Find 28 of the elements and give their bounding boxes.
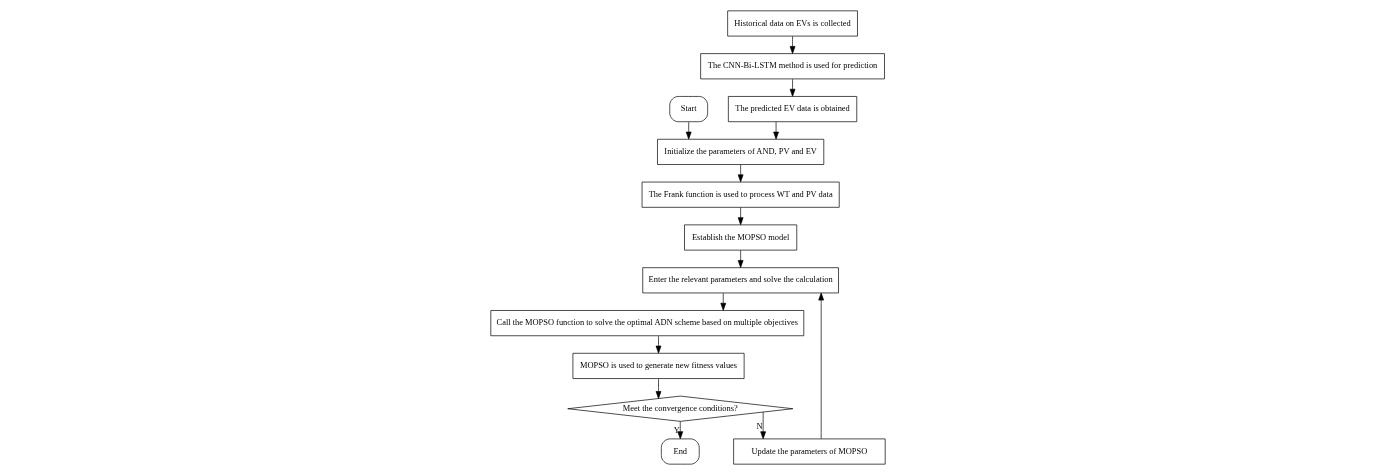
node-diamond: Meet the convergence conditions? bbox=[566, 395, 793, 422]
node-box: Start bbox=[668, 96, 708, 123]
arrow bbox=[655, 335, 661, 354]
arrow bbox=[655, 378, 661, 399]
node-box: Establish the MOPSO model bbox=[683, 224, 797, 251]
edge-label: N bbox=[756, 420, 763, 431]
arrow bbox=[685, 121, 691, 140]
arrow bbox=[772, 121, 779, 140]
node-box: Call the MOPSO function to solve the optimal ADN scheme based on multiple objectives bbox=[489, 310, 804, 337]
arrow bbox=[719, 292, 726, 311]
node-box: Enter the relevant parameters and solve the calculation bbox=[641, 267, 839, 294]
arrow bbox=[737, 207, 743, 225]
arrow bbox=[759, 411, 766, 440]
arrow bbox=[737, 250, 743, 268]
arrow bbox=[676, 421, 683, 440]
node-box: The predicted EV data is obtained bbox=[727, 96, 857, 123]
node-box: Historical data on EVs is collected bbox=[726, 10, 858, 37]
arrow bbox=[789, 35, 795, 54]
node-box: Update the parameters of MOPSO bbox=[732, 438, 886, 465]
node-box: The Frank function is used to process WT and PV data bbox=[641, 181, 840, 208]
arrow bbox=[817, 292, 824, 439]
node-box: Initialize the parameters of AND, PV and EV bbox=[656, 138, 824, 165]
node-box: End bbox=[660, 438, 700, 465]
node-box: The CNN-Bi-LSTM method is used for prediction bbox=[699, 53, 885, 80]
arrow bbox=[789, 78, 795, 97]
arrow bbox=[737, 164, 743, 183]
edge-label: Y bbox=[673, 425, 680, 436]
node-box: MOPSO is used to generate new fitness values bbox=[572, 352, 744, 379]
